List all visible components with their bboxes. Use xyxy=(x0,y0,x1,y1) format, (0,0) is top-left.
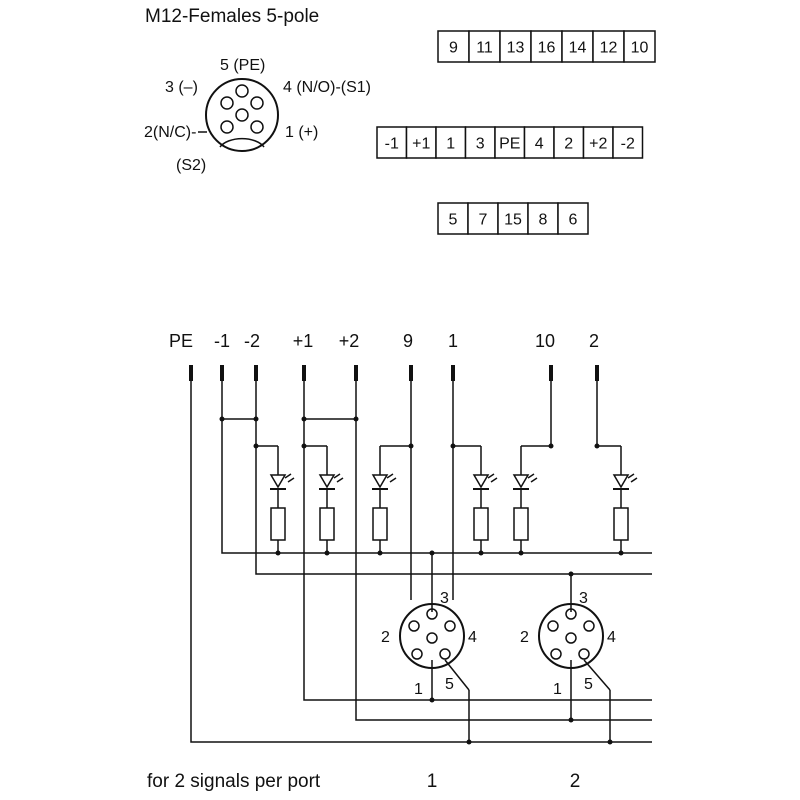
resistor xyxy=(613,507,629,541)
resistor xyxy=(513,507,529,541)
led-icon xyxy=(472,473,498,490)
terminal-box xyxy=(497,202,529,235)
terminal-label: +2 xyxy=(589,136,607,153)
wire-ends xyxy=(189,365,599,381)
pin-label-4: 4 (N/O)-(S1) xyxy=(283,79,371,96)
c1-pin-4: 4 xyxy=(468,629,477,646)
wire-label-pe: PE xyxy=(169,331,193,351)
c2-pin-5: 5 xyxy=(584,676,593,693)
pin-label-2: 2(N/C)- xyxy=(144,124,196,141)
junction-dots xyxy=(219,416,624,745)
wire-label-1: 1 xyxy=(448,331,458,351)
terminal-label: 4 xyxy=(535,136,544,153)
terminal-label: 1 xyxy=(446,136,455,153)
c1-pin-5: 5 xyxy=(445,676,454,693)
terminal-box xyxy=(557,202,589,235)
terminal-label: 2 xyxy=(564,136,573,153)
c1-pin-2: 2 xyxy=(381,629,390,646)
pin-label-1: 1 (+) xyxy=(285,124,318,141)
terminal-box xyxy=(553,126,585,159)
wire-label-9: 9 xyxy=(403,331,413,351)
wire-label-minus2: -2 xyxy=(244,331,260,351)
resistor xyxy=(473,507,489,541)
c2-pin-1: 1 xyxy=(553,681,562,698)
terminal-label: 9 xyxy=(449,40,458,57)
c2-pin-2: 2 xyxy=(520,629,529,646)
terminal-box xyxy=(499,30,532,63)
terminal-box xyxy=(612,126,644,159)
led-icon xyxy=(512,473,538,490)
terminal-label: -1 xyxy=(385,136,399,153)
terminal-label: 3 xyxy=(476,136,485,153)
terminal-label: +1 xyxy=(412,136,430,153)
terminal-label: 11 xyxy=(476,40,493,57)
wire-label-10: 10 xyxy=(535,331,555,351)
connector-port-2: 3 2 4 1 5 xyxy=(520,590,616,698)
c2-pin-3: 3 xyxy=(579,590,588,607)
led-icon xyxy=(269,473,295,490)
c1-pin-3: 3 xyxy=(440,590,449,607)
diagram-title: M12-Females 5-pole xyxy=(145,6,319,27)
resistor xyxy=(372,507,388,541)
terminal-label: 15 xyxy=(504,212,522,229)
terminal-label: -2 xyxy=(621,136,635,153)
footer-caption: for 2 signals per port xyxy=(147,771,321,792)
terminal-box xyxy=(468,30,501,63)
terminal-label: 16 xyxy=(538,40,556,57)
terminal-label: 5 xyxy=(449,212,458,229)
resistor xyxy=(270,507,286,541)
wire-label-2: 2 xyxy=(589,331,599,351)
c2-pin-4: 4 xyxy=(607,629,616,646)
wire-label-plus1: +1 xyxy=(293,331,314,351)
footer-port-1: 1 xyxy=(427,771,438,792)
wire-label-minus1: -1 xyxy=(214,331,230,351)
led-icon xyxy=(318,473,344,490)
resistors xyxy=(270,507,629,541)
terminal-box xyxy=(582,126,614,159)
terminal-box xyxy=(623,30,656,63)
terminal-box xyxy=(437,202,469,235)
terminal-label: 13 xyxy=(507,40,525,57)
led-icon xyxy=(371,473,397,490)
terminal-label: 7 xyxy=(479,212,488,229)
terminal-label: 14 xyxy=(569,40,587,57)
terminal-box xyxy=(467,202,499,235)
terminal-label: 6 xyxy=(569,212,578,229)
c1-pin-1: 1 xyxy=(414,681,423,698)
resistor xyxy=(319,507,335,541)
led-icon xyxy=(612,473,638,490)
terminal-box xyxy=(464,126,496,159)
legend-connector-icon xyxy=(205,78,279,152)
led-group xyxy=(269,473,638,490)
terminal-label: PE xyxy=(499,136,520,153)
wire-labels: PE -1 -2 +1 +2 9 1 10 2 xyxy=(169,331,599,351)
pinout-legend: 5 (PE) 3 (–) 4 (N/O)-(S1) 2(N/C)- (S2) 1… xyxy=(144,57,371,174)
wiring xyxy=(190,381,652,743)
pin-label-3: 3 (–) xyxy=(165,79,198,96)
connector-port-1: 3 2 4 1 5 xyxy=(381,590,477,698)
terminal-label: 8 xyxy=(539,212,548,229)
terminal-label: 10 xyxy=(631,40,649,57)
wire-label-plus2: +2 xyxy=(339,331,360,351)
pin-label-pe: 5 (PE) xyxy=(220,57,265,74)
footer-port-2: 2 xyxy=(570,771,581,792)
terminal-box xyxy=(527,202,559,235)
pin-label-s2: (S2) xyxy=(176,157,206,174)
terminal-label: 12 xyxy=(600,40,618,57)
